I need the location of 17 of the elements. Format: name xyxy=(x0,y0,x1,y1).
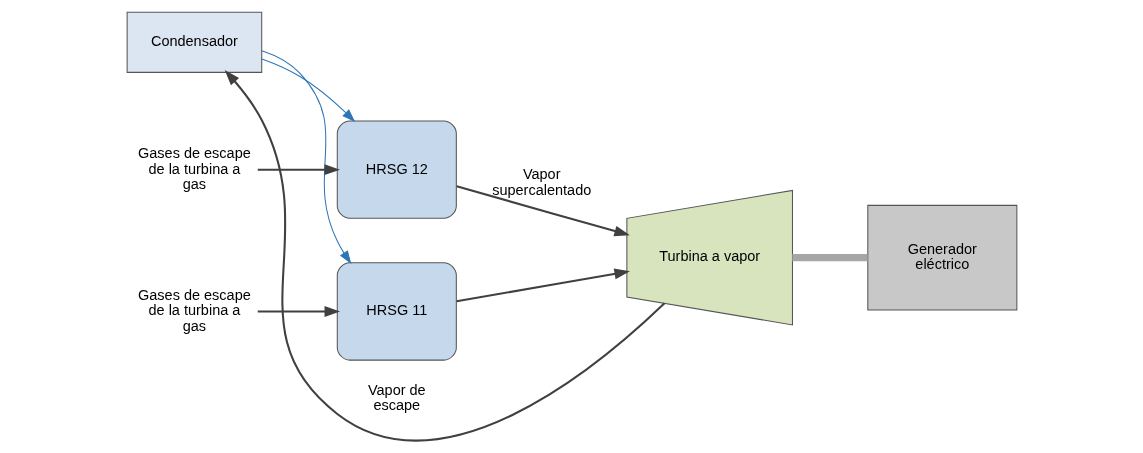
node-box: HRSG 12 xyxy=(336,120,457,219)
arrow xyxy=(260,58,355,123)
arrow xyxy=(257,164,340,176)
node-box: Turbina a vapor xyxy=(625,189,793,326)
node-box: HRSG 11 xyxy=(336,262,457,361)
arrow xyxy=(224,70,665,442)
node-box: Condensador xyxy=(126,11,262,73)
arrow xyxy=(260,50,351,265)
arrow xyxy=(456,268,630,303)
connector xyxy=(791,254,867,262)
node-text: Gases de escape de la turbina a gas xyxy=(137,144,251,193)
edge-label: Vapor de escape xyxy=(367,381,426,414)
arrow xyxy=(257,306,340,317)
arrow xyxy=(455,185,630,237)
node-text: Gases de escape de la turbina a gas xyxy=(137,286,251,334)
node-box: Generador eléctrico xyxy=(866,204,1017,311)
edge-label: Vapor supercalentado xyxy=(491,166,591,198)
